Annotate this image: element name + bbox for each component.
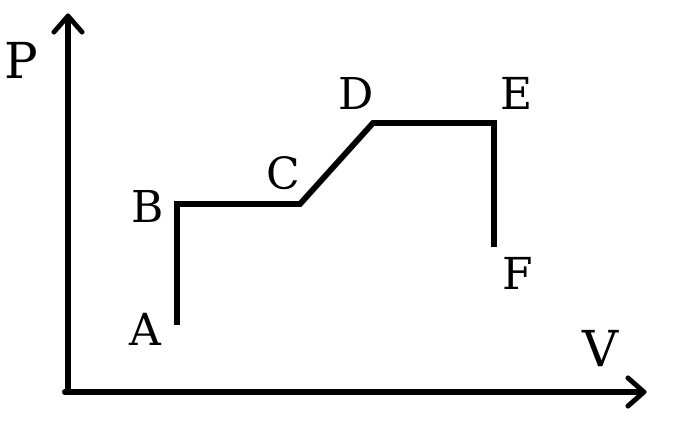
p-axis-arrowhead — [51, 13, 85, 35]
point-e-label: E — [500, 69, 532, 120]
point-a-label: A — [128, 305, 162, 356]
process-path — [174, 120, 497, 325]
v-axis-arrowhead — [625, 375, 647, 409]
p-axis-label: P — [4, 32, 38, 90]
point-f-label: F — [502, 249, 533, 300]
v-axis-label: V — [581, 320, 619, 378]
point-b-label: B — [131, 182, 163, 233]
point-c-label: C — [266, 149, 300, 200]
point-d-label: D — [338, 69, 373, 120]
